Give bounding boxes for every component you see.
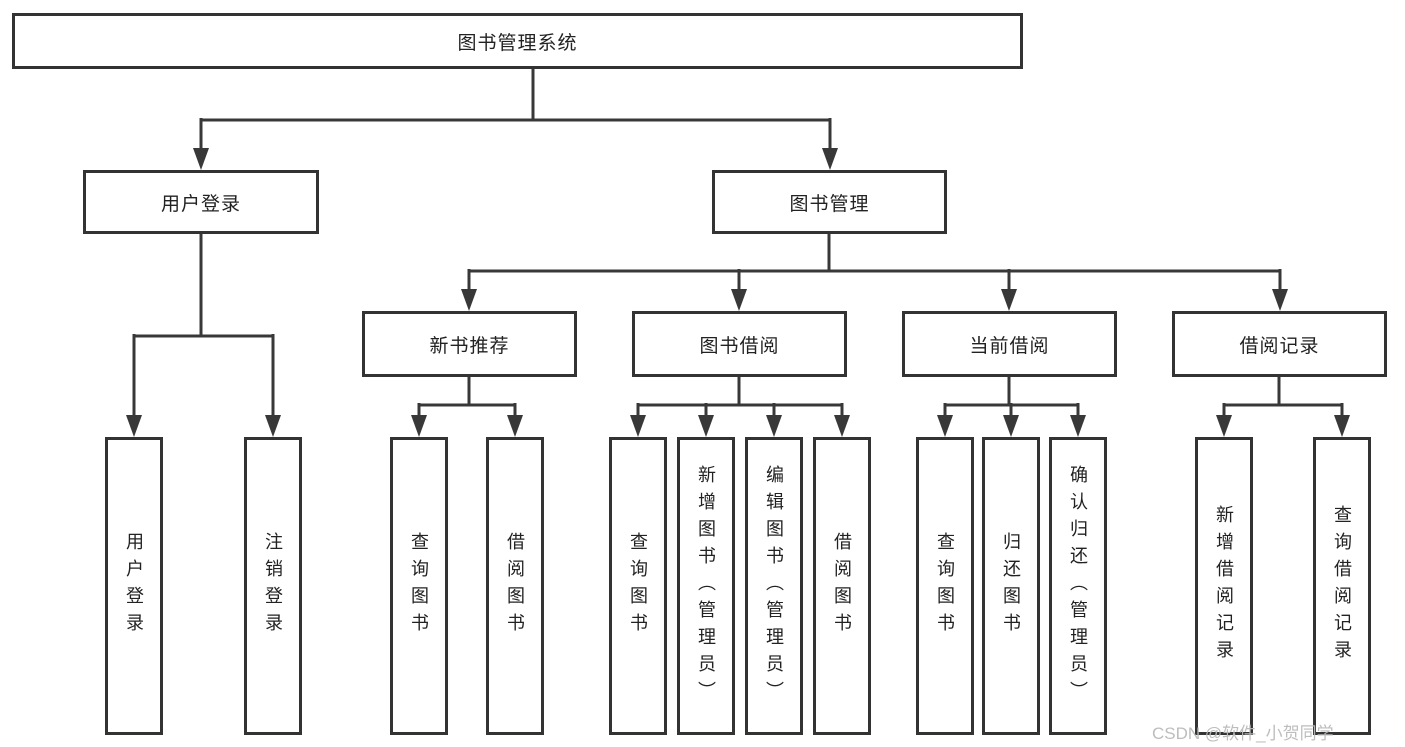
node-book-management: 图书管理 [712,170,947,234]
leaf-borrow-books-recommend: 借阅图书 [486,437,544,735]
leaf-query-books-borrow: 查询图书 [609,437,667,735]
watermark: CSDN @软件_小贺同学 [1152,724,1334,743]
node-borrow-records: 借阅记录 [1172,311,1387,377]
node-book-borrow: 图书借阅 [632,311,847,377]
leaf-edit-book-admin-label: 编辑图书（管理员） [764,464,784,708]
node-new-book-recommend-label: 新书推荐 [429,335,510,357]
leaf-borrow-books: 借阅图书 [813,437,871,735]
leaf-query-books-current: 查询图书 [916,437,974,735]
leaf-add-borrow-record: 新增借阅记录 [1195,437,1253,735]
leaf-query-books-recommend: 查询图书 [390,437,448,735]
leaf-query-books-current-label: 查询图书 [935,532,955,640]
node-book-borrow-label: 图书借阅 [699,335,780,357]
leaf-user-login: 用户登录 [105,437,163,735]
node-borrow-records-label: 借阅记录 [1239,335,1320,357]
leaf-query-books-recommend-label: 查询图书 [409,532,429,640]
node-current-borrow-label: 当前借阅 [969,335,1050,357]
leaf-query-borrow-record: 查询借阅记录 [1313,437,1371,735]
node-current-borrow: 当前借阅 [902,311,1117,377]
node-root-label: 图书管理系统 [457,32,578,54]
leaf-edit-book-admin: 编辑图书（管理员） [745,437,803,735]
leaf-add-borrow-record-label: 新增借阅记录 [1214,505,1234,667]
leaf-add-book-admin: 新增图书（管理员） [677,437,735,735]
leaf-query-borrow-record-label: 查询借阅记录 [1332,505,1352,667]
leaf-confirm-return-admin: 确认归还（管理员） [1049,437,1107,735]
node-root: 图书管理系统 [12,13,1023,69]
leaf-borrow-books-label: 借阅图书 [832,532,852,640]
node-user-login: 用户登录 [83,170,319,234]
leaf-add-book-admin-label: 新增图书（管理员） [696,464,716,708]
leaf-return-book-label: 归还图书 [1001,532,1021,640]
leaf-confirm-return-admin-label: 确认归还（管理员） [1068,464,1088,708]
leaf-user-login-label: 用户登录 [124,532,144,640]
leaf-borrow-books-recommend-label: 借阅图书 [505,532,525,640]
node-user-login-label: 用户登录 [160,193,241,215]
leaf-logout-label: 注销登录 [263,532,283,640]
leaf-return-book: 归还图书 [982,437,1040,735]
leaf-query-books-borrow-label: 查询图书 [628,532,648,640]
node-new-book-recommend: 新书推荐 [362,311,577,377]
leaf-logout: 注销登录 [244,437,302,735]
node-book-management-label: 图书管理 [789,193,870,215]
